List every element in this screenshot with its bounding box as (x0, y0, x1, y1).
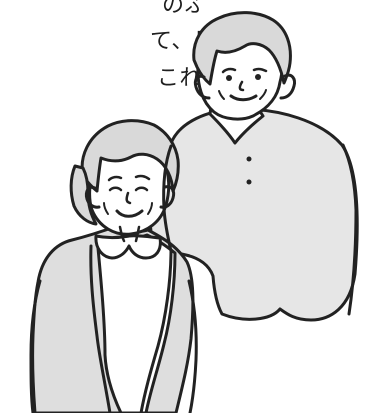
man-button-2 (246, 179, 252, 185)
woman-collar (94, 234, 162, 260)
woman-neck-left (118, 225, 126, 243)
woman-brow-left (107, 175, 123, 182)
man-brow-left (221, 67, 237, 74)
man-button-1 (246, 156, 252, 162)
woman-mouth (115, 209, 144, 218)
woman-eye-left (108, 186, 123, 192)
man-hair (192, 11, 292, 86)
woman-eye-right (134, 186, 149, 192)
woman-neck-right (134, 225, 141, 243)
woman-ear-left (84, 185, 101, 209)
man-mouth (229, 94, 258, 102)
man-ear-right (279, 73, 296, 100)
woman-nose (125, 191, 132, 205)
man-brow-right (252, 67, 268, 73)
man-eye-left (226, 75, 232, 81)
woman-arm-left (29, 279, 42, 413)
man-arm-right (341, 143, 358, 316)
man-nose (238, 80, 245, 92)
man-ear-left (193, 74, 211, 100)
woman-vest-opening-right (139, 248, 173, 413)
woman-brow-right (134, 174, 151, 181)
woman-vest-opening-left (89, 244, 112, 413)
woman-hair (80, 119, 180, 193)
man-eye-right (255, 74, 261, 80)
text-line-1: のふれあ (162, 0, 253, 18)
woman-cheek-right (147, 202, 153, 215)
man-cheek-line-right (259, 89, 267, 100)
woman-cheek-left (103, 202, 109, 215)
woman-hair-side (69, 164, 98, 226)
man-arm-left (162, 144, 173, 253)
man-cheek-line-left (218, 90, 225, 100)
woman-arm-right (187, 279, 198, 413)
